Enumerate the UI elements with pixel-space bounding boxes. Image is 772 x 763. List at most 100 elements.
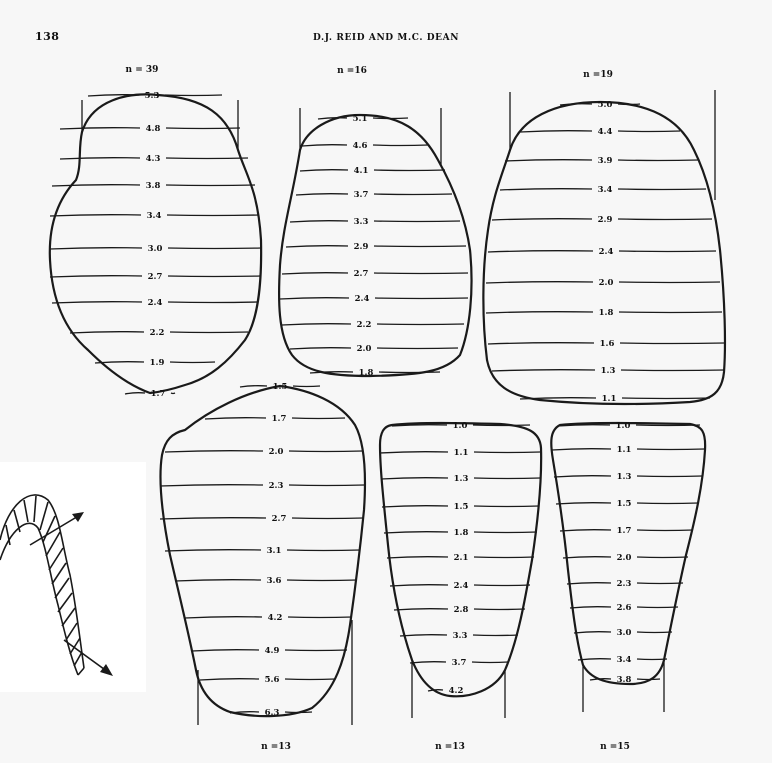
increment-line [637,449,704,450]
increment-line [290,348,351,349]
increment-value: 3.7 [354,190,369,200]
increment-line [374,246,466,247]
increment-line [170,362,215,363]
increment-line [619,312,722,313]
increment-line [288,617,352,618]
increment-line [168,302,258,303]
increment-line [387,557,448,558]
increment-value: 6.3 [265,708,280,718]
increment-value: 1.8 [599,308,614,318]
increment-line [619,251,716,252]
increment-line [472,662,508,663]
increment-value: 4.2 [449,686,464,696]
increment-line [168,248,261,249]
increment-line [618,219,712,220]
increment-value: 2.4 [454,581,469,591]
increment-line [170,332,248,333]
increment-value: 3.3 [354,217,369,227]
increment-line [578,659,611,660]
increment-value: 1.3 [454,474,469,484]
increment-value: 1.6 [600,339,615,349]
increment-line [381,478,448,479]
increment-line [488,343,594,344]
increment-line [289,485,364,486]
increment-line [560,530,611,531]
increment-line [52,302,142,303]
increment-line [637,476,702,477]
increment-line [377,348,458,349]
increment-line [637,679,660,680]
increment-value: 3.4 [147,211,162,221]
increment-value: 1.8 [454,528,469,538]
increment-line [166,185,255,186]
increment-value: 3.4 [617,655,632,665]
increment-line [556,503,611,504]
increment-line [167,215,259,216]
increment-value: 1.7 [151,389,166,399]
increment-value: 1.9 [150,358,165,368]
increment-value: 2.9 [354,242,369,252]
increment-line [374,221,460,222]
increment-value: 4.3 [146,154,161,164]
increment-line [637,557,688,558]
increment-line [618,104,640,105]
tooth-crown-5: 1.01.11.31.51.82.12.42.83.33.74.2n =13 [380,421,541,752]
increment-line [282,324,351,325]
increment-line [52,185,140,186]
increment-line [380,452,448,453]
increment-line [160,485,263,486]
increment-line [574,632,611,633]
increment-line [185,617,262,618]
increment-value: 2.4 [355,294,370,304]
increment-line [50,215,141,216]
increment-line [205,418,266,419]
increment-line [290,221,348,222]
increment-line [286,246,348,247]
increment-line [637,503,698,504]
increment-value: 2.2 [150,328,165,338]
increment-value: 2.0 [617,553,632,563]
sample-size-label: n =15 [600,742,630,752]
increment-value: 1.8 [359,368,374,378]
increment-line [300,170,348,171]
increment-line [637,659,667,660]
increment-value: 5.6 [265,675,280,685]
increment-value: 4.8 [146,124,161,134]
increment-line [292,518,363,519]
increment-line [552,449,611,450]
increment-line [285,679,335,680]
increment-line [287,580,357,581]
tooth-crown-4: 1.51.72.02.32.73.13.64.24.95.66.3n =13 [160,382,365,752]
increment-line [200,679,259,680]
increment-value: 3.8 [617,675,632,685]
increment-value: 1.1 [454,448,469,458]
increment-line [520,398,596,399]
increment-line [166,128,240,129]
increment-line [410,662,446,663]
increment-value: 2.7 [148,272,163,282]
increment-line [620,343,724,344]
sample-size-label: n =13 [435,742,465,752]
increment-line [400,635,447,636]
increment-value: 2.0 [599,278,614,288]
increment-line [289,451,362,452]
tooth-crown-3: 5.04.43.93.42.92.42.01.81.61.31.1n =19 [483,70,725,404]
increment-line [474,506,539,507]
increment-line [560,104,592,105]
increment-value: 1.1 [602,394,617,404]
increment-line [95,362,144,363]
increment-value: 2.1 [454,553,469,563]
increment-line [505,160,592,161]
increment-value: 1.3 [601,366,616,376]
increment-line [554,476,611,477]
increment-value: 2.0 [357,344,372,354]
increment-line [621,370,724,371]
increment-line [636,425,700,426]
increment-line [473,425,530,426]
increment-line [60,128,140,129]
increment-line [474,585,530,586]
increment-line [230,712,259,713]
increment-line [486,312,593,313]
increment-line [292,418,345,419]
